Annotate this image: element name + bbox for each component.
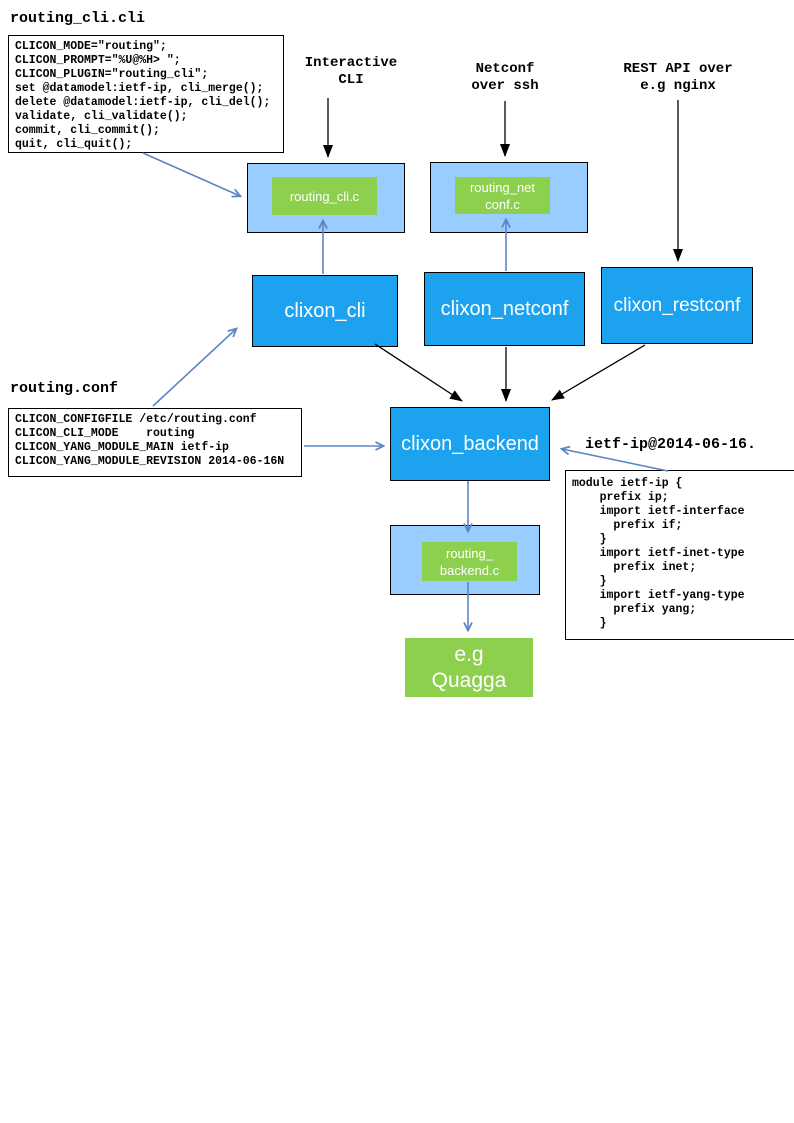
arrow-cli-to-backend	[374, 343, 463, 402]
cli-file-title: routing_cli.cli	[10, 10, 146, 27]
routing-netconf-plugin-box: routing_net conf.c	[455, 177, 550, 214]
clixon-backend-node: clixon_backend	[390, 407, 550, 481]
cli-file-code-box: CLICON_MODE="routing"; CLICON_PROMPT="%U…	[8, 35, 284, 153]
clixon-cli-node: clixon_cli	[252, 275, 398, 347]
clixon-netconf-node: clixon_netconf	[424, 272, 585, 346]
routing-backend-plugin-box: routing_ backend.c	[422, 542, 517, 581]
rest-api-label: REST API over e.g nginx	[623, 61, 733, 94]
conf-file-code-box: CLICON_CONFIGFILE /etc/routing.conf CLIC…	[8, 408, 302, 477]
arrow-clifile-to-plugin	[142, 152, 240, 196]
conf-file-title: routing.conf	[10, 380, 119, 397]
arrow-conf-to-cli	[152, 329, 236, 407]
netconf-over-ssh-label: Netconf over ssh	[471, 61, 539, 94]
routing-cli-plugin-box: routing_cli.c	[272, 177, 377, 215]
interactive-cli-label: Interactive CLI	[304, 55, 398, 88]
quagga-node: e.g Quagga	[405, 638, 533, 697]
yang-file-title: ietf-ip@2014-06-16.	[585, 436, 757, 453]
yang-file-code-box: module ietf-ip { prefix ip; import ietf-…	[565, 470, 794, 640]
clixon-restconf-node: clixon_restconf	[601, 267, 753, 344]
arrow-restconf-to-backend	[551, 344, 646, 401]
